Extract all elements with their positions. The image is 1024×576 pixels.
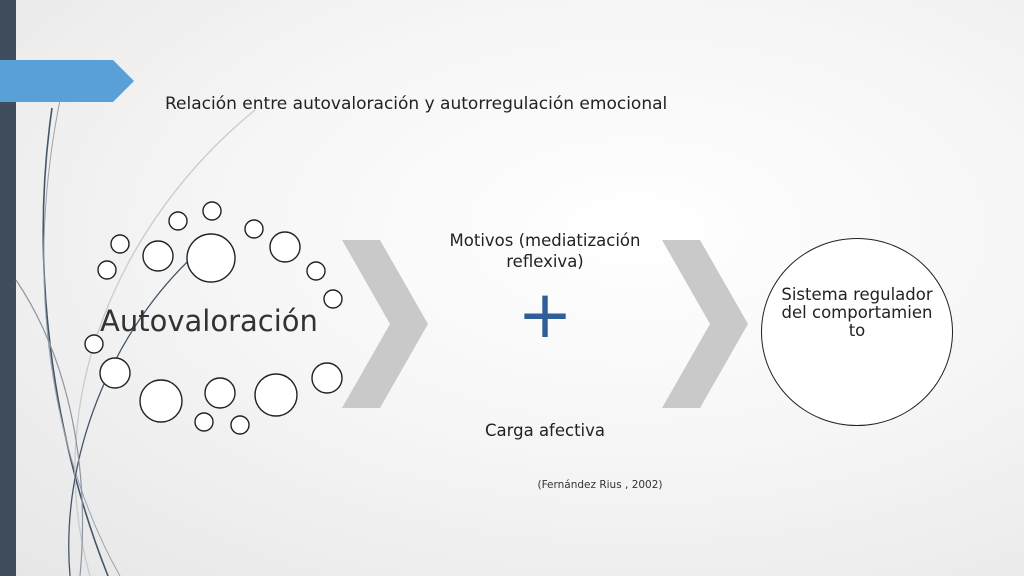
circle — [306, 261, 326, 281]
decorative-curve — [74, 109, 256, 576]
circle — [311, 362, 343, 394]
circle — [244, 219, 264, 239]
autovaloracion-label: Autovaloración — [100, 304, 318, 338]
circle — [323, 289, 343, 309]
circle — [254, 373, 298, 417]
chevron-right-icon — [662, 240, 748, 408]
circle — [204, 377, 236, 409]
sistema-circle — [761, 238, 953, 426]
circle — [97, 260, 117, 280]
plus-icon: + — [517, 276, 573, 353]
circle — [269, 231, 301, 263]
left-sidebar-bar — [0, 0, 16, 576]
decorative-curve — [68, 249, 201, 576]
circle — [186, 233, 236, 283]
sistema-regulador-label: Sistema regulador del comportamiento — [781, 285, 933, 340]
decorative-curve — [15, 279, 84, 576]
circle — [110, 234, 130, 254]
chevron-right-icon — [342, 240, 428, 408]
title-tab-arrow — [0, 60, 134, 102]
circle-cluster — [84, 201, 343, 435]
circle — [194, 412, 214, 432]
circle — [139, 379, 183, 423]
circle — [230, 415, 250, 435]
motivos-label: Motivos (mediatización reflexiva) — [449, 231, 641, 271]
slide-title: Relación entre autovaloración y autorreg… — [165, 94, 668, 114]
citation: (Fernández Rius , 2002) — [537, 479, 663, 491]
circle — [142, 240, 174, 272]
carga-afectiva-label: Carga afectiva — [484, 421, 606, 440]
decorative-curve — [43, 99, 121, 576]
circle — [168, 211, 188, 231]
circle — [202, 201, 222, 221]
circle — [84, 334, 104, 354]
circle — [99, 357, 131, 389]
